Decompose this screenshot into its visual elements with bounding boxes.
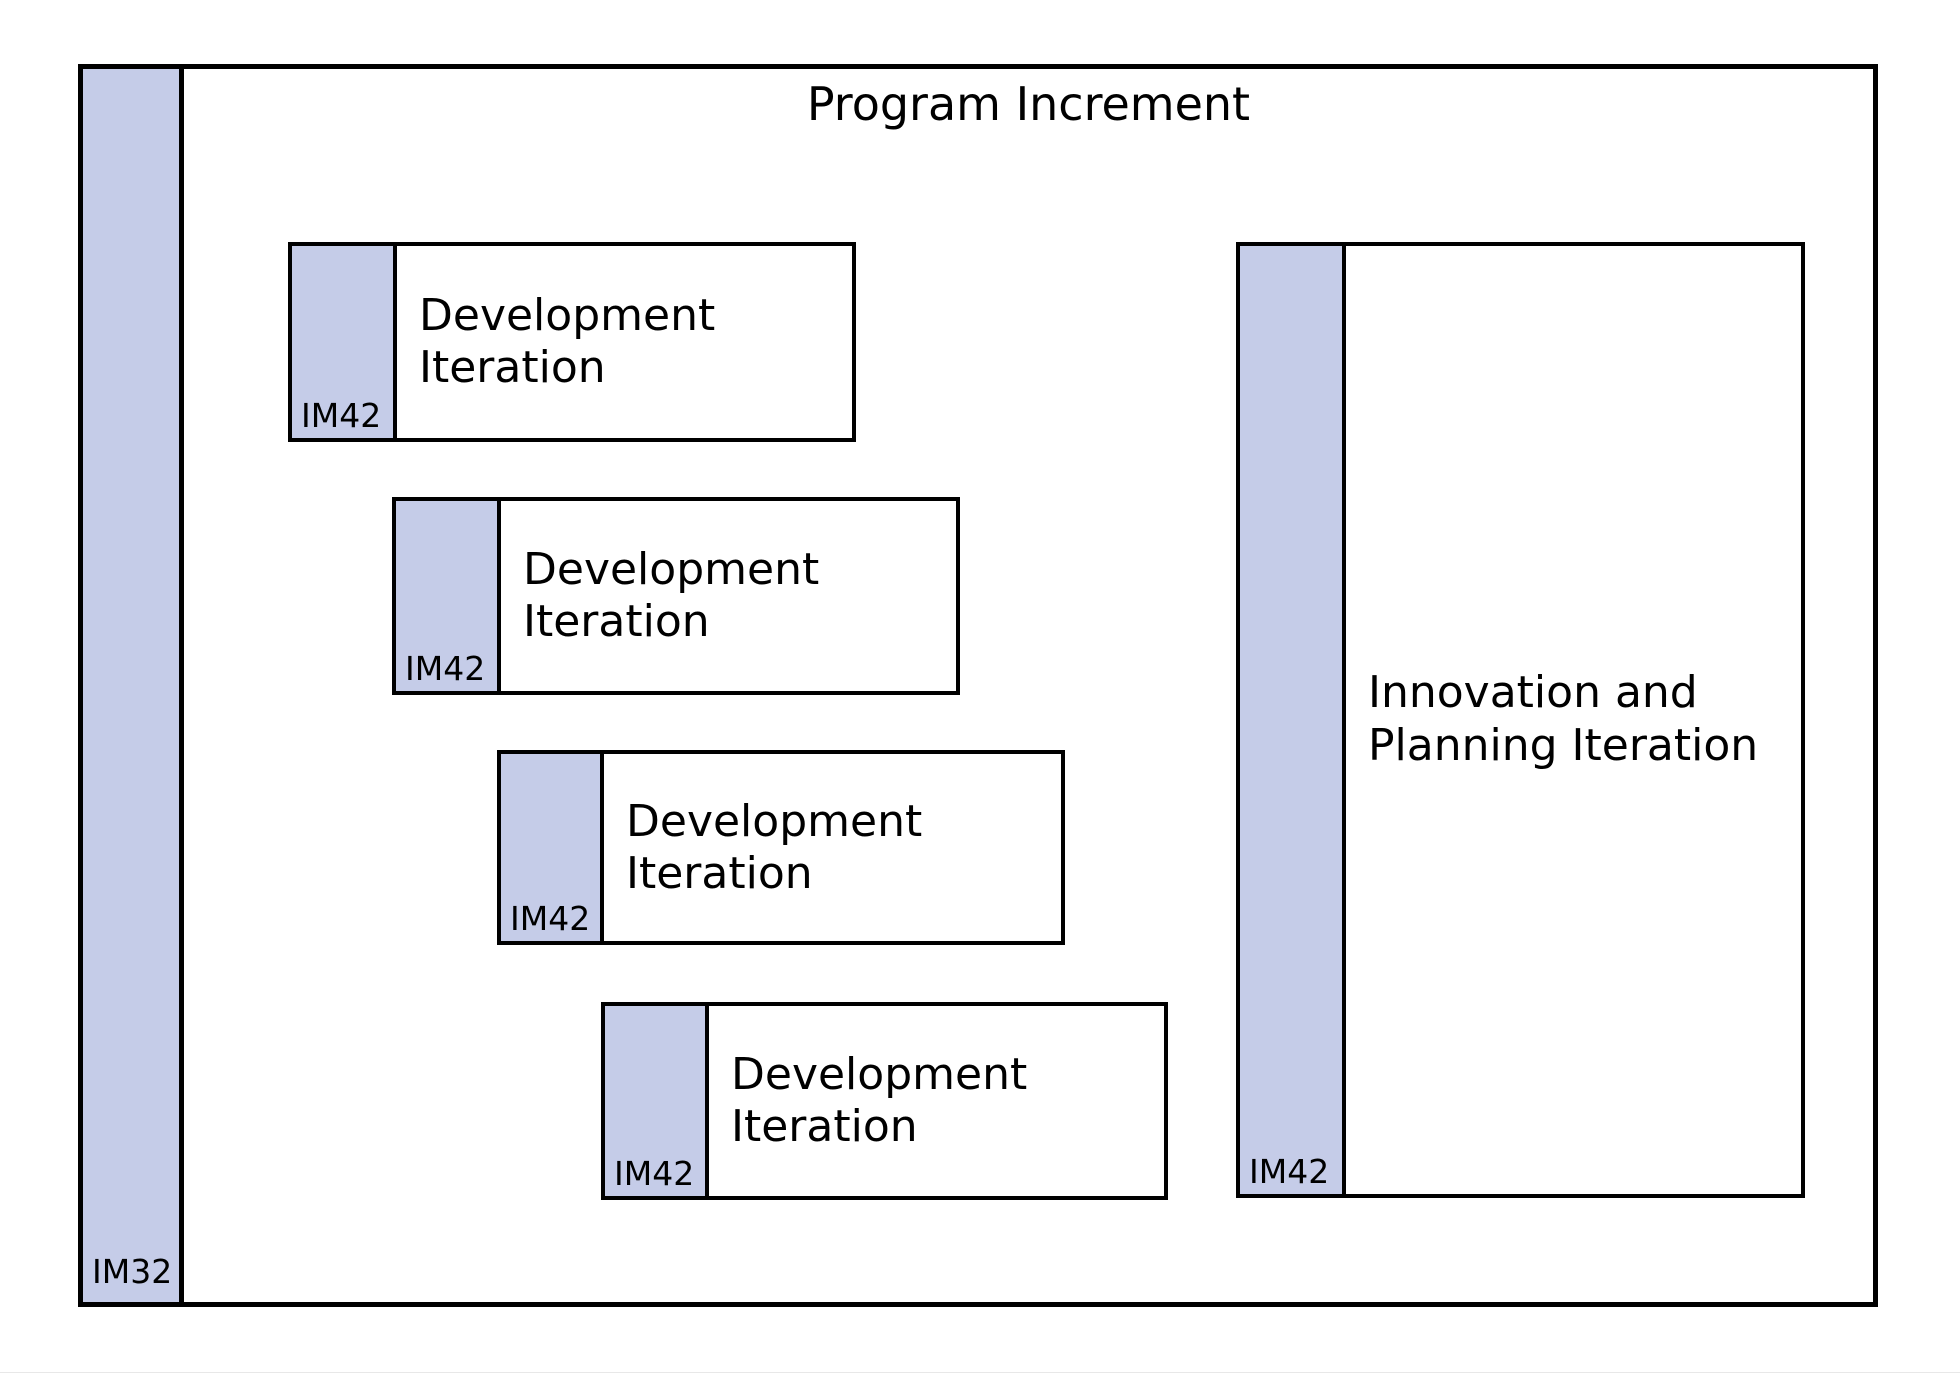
innovation-planning-title-line-2: Planning Iteration [1368, 720, 1759, 771]
development-iteration-3[interactable]: IM42 Development Iteration [497, 750, 1065, 945]
development-iteration-1[interactable]: IM42 Development Iteration [288, 242, 856, 442]
iteration-title-4: Development Iteration [731, 1049, 1028, 1152]
iteration-band-label-1: IM42 [301, 396, 382, 435]
program-increment-frame: IM32 Program Increment IM42 Development … [78, 64, 1878, 1307]
page-bottom-rule [0, 1372, 1960, 1373]
program-increment-band-label: IM32 [92, 1252, 173, 1291]
innovation-planning-band-label: IM42 [1249, 1152, 1330, 1191]
iteration-band-label-3: IM42 [510, 899, 591, 938]
innovation-planning-title: Innovation and Planning Iteration [1346, 667, 1768, 773]
iteration-band-3: IM42 [501, 754, 604, 941]
iteration-band-label-2: IM42 [405, 649, 486, 688]
iteration-band-4: IM42 [605, 1006, 709, 1196]
innovation-planning-body: Innovation and Planning Iteration [1346, 246, 1801, 1194]
page-title: Program Increment [806, 77, 1251, 131]
iteration-title-3: Development Iteration [626, 795, 923, 899]
iteration-body-3: Development Iteration [604, 754, 1061, 941]
iteration-title-2: Development Iteration [523, 544, 820, 647]
iteration-band-1: IM42 [292, 246, 397, 438]
innovation-planning-title-line-1: Innovation and [1368, 667, 1698, 719]
iteration-band-label-4: IM42 [614, 1154, 695, 1193]
iteration-band-2: IM42 [396, 501, 501, 691]
innovation-planning-band: IM42 [1240, 246, 1346, 1194]
development-iteration-2[interactable]: IM42 Development Iteration [392, 497, 960, 695]
iteration-body-1: Development Iteration [397, 246, 852, 438]
iteration-title-1: Development Iteration [419, 290, 716, 393]
iteration-body-4: Development Iteration [709, 1006, 1164, 1196]
iteration-body-2: Development Iteration [501, 501, 956, 691]
program-increment-band: IM32 [83, 69, 184, 1302]
innovation-and-planning-iteration[interactable]: IM42 Innovation and Planning Iteration [1236, 242, 1805, 1198]
development-iteration-4[interactable]: IM42 Development Iteration [601, 1002, 1168, 1200]
